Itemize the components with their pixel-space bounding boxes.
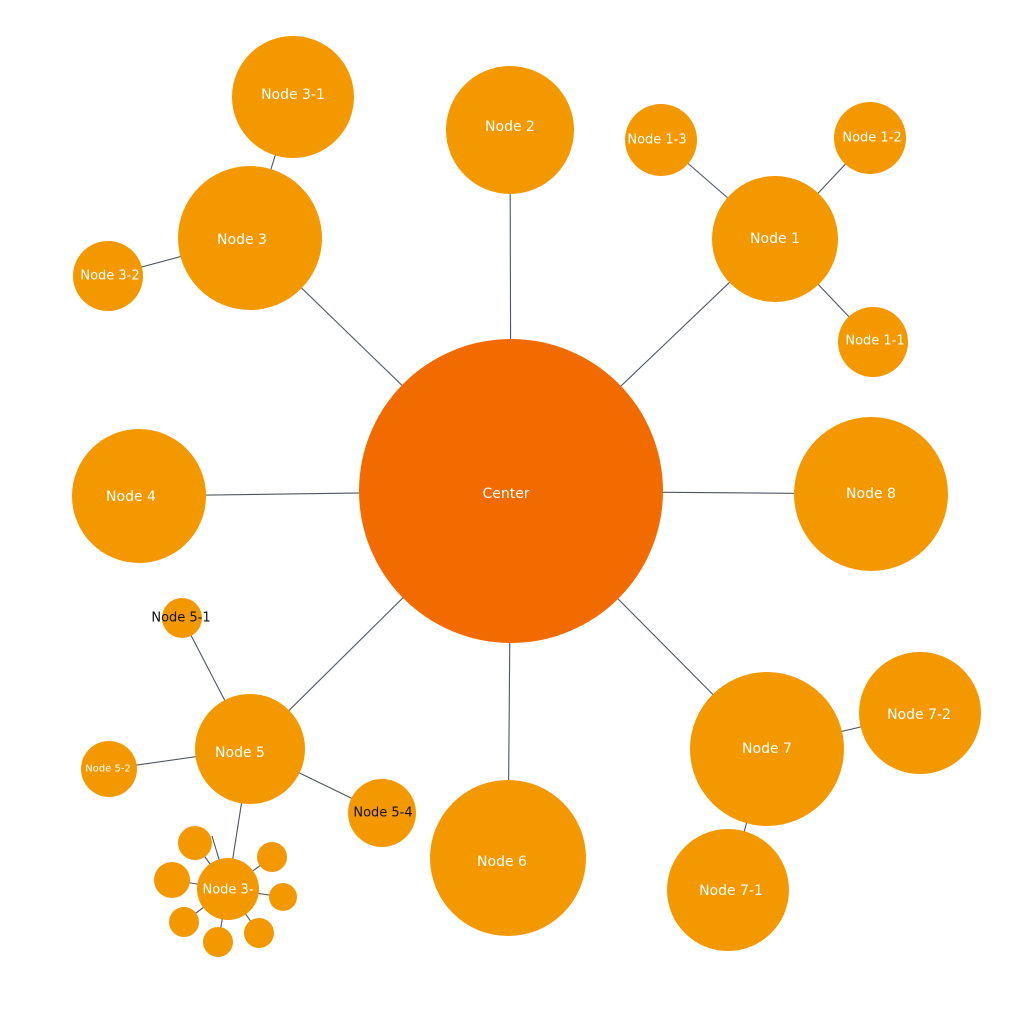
node-8-label: Node 8	[846, 486, 896, 502]
node-3-1-label: Node 3-1	[261, 87, 325, 103]
leaf-node[interactable]	[169, 907, 199, 937]
node-5-label: Node 5	[215, 745, 265, 761]
node-5-2-label: Node 5-2	[85, 764, 131, 775]
node-3-2-circle	[73, 241, 143, 311]
leaf-node[interactable]	[203, 927, 233, 957]
node-7-label: Node 7	[742, 741, 792, 757]
node-5-1-label: Node 5-1	[151, 611, 210, 626]
leaf-node[interactable]	[269, 883, 297, 911]
leaf-node-circle	[169, 907, 199, 937]
node-2[interactable]: Node 2	[446, 66, 574, 194]
leaf-node-circle	[244, 918, 274, 948]
node-1-3[interactable]: Node 1-3	[625, 104, 697, 176]
node-5-circle	[195, 694, 305, 804]
node-7-2-circle	[859, 652, 981, 774]
leaf-node-circle	[257, 842, 287, 872]
node-3-1[interactable]: Node 3-1	[232, 36, 354, 158]
node-4-label: Node 4	[106, 489, 156, 505]
node-7[interactable]: Node 7	[690, 672, 844, 826]
node-4-circle	[72, 429, 206, 563]
node-1-circle	[712, 176, 838, 302]
leaf-node[interactable]	[257, 842, 287, 872]
node-center-circle	[359, 339, 663, 643]
leaf-node-circle	[203, 927, 233, 957]
node-7-2[interactable]: Node 7-2	[859, 652, 981, 774]
node-2-label: Node 2	[485, 119, 535, 135]
node-5-2[interactable]: Node 5-2	[81, 741, 137, 797]
node-3-2-label: Node 3-2	[80, 269, 139, 284]
node-5-3-cluster: Node 3-	[154, 826, 297, 957]
node-7-2-label: Node 7-2	[887, 707, 951, 723]
node-8-circle	[794, 417, 948, 571]
leaf-node-circle	[154, 862, 190, 898]
node-5-1[interactable]: Node 5-1	[151, 598, 211, 638]
node-1[interactable]: Node 1	[712, 176, 838, 302]
node-2-circle	[446, 66, 574, 194]
node-center[interactable]: Center	[359, 339, 663, 643]
leaf-node-circle	[269, 883, 297, 911]
node-center-label: Center	[482, 486, 529, 502]
node-1-2[interactable]: Node 1-2	[834, 102, 906, 174]
node-7-circle	[690, 672, 844, 826]
node-6-circle	[430, 780, 586, 936]
node-5-3-circle	[197, 858, 259, 920]
node-1-1-circle	[838, 307, 908, 377]
node-3-1-circle	[232, 36, 354, 158]
node-1-label: Node 1	[750, 231, 800, 247]
node-6-label: Node 6	[477, 854, 527, 870]
leaf-node-circle	[178, 826, 212, 860]
node-3-2[interactable]: Node 3-2	[73, 241, 143, 311]
node-5-1-circle	[162, 598, 202, 638]
node-7-1-circle	[667, 829, 789, 951]
node-7-1-label: Node 7-1	[699, 883, 763, 899]
leaf-node[interactable]	[244, 918, 274, 948]
node-1-2-label: Node 1-2	[842, 131, 901, 146]
node-5-4-circle	[348, 779, 416, 847]
node-1-1[interactable]: Node 1-1	[838, 307, 908, 377]
node-5-3-label: Node 3-	[202, 883, 253, 898]
node-8[interactable]: Node 8	[794, 417, 948, 571]
node-4[interactable]: Node 4	[72, 429, 206, 563]
node-1-1-label: Node 1-1	[845, 334, 904, 349]
node-3-circle	[178, 166, 322, 310]
node-5-4[interactable]: Node 5-4	[348, 779, 416, 847]
nodes-layer: Center Node 1 Node 1-1 Node 1-2 Node 1-3…	[72, 36, 981, 957]
node-1-3-label: Node 1-3	[627, 133, 686, 148]
node-1-2-circle	[834, 102, 906, 174]
node-5[interactable]: Node 5	[195, 694, 305, 804]
node-7-1[interactable]: Node 7-1	[667, 829, 789, 951]
node-5-3[interactable]: Node 3-	[197, 858, 259, 920]
node-3-label: Node 3	[217, 232, 267, 248]
leaf-node[interactable]	[178, 826, 212, 860]
node-6[interactable]: Node 6	[430, 780, 586, 936]
node-5-4-label: Node 5-4	[353, 806, 412, 821]
node-3[interactable]: Node 3	[178, 166, 322, 310]
node-5-2-circle	[81, 741, 137, 797]
node-1-3-circle	[625, 104, 697, 176]
leaf-node[interactable]	[154, 862, 190, 898]
